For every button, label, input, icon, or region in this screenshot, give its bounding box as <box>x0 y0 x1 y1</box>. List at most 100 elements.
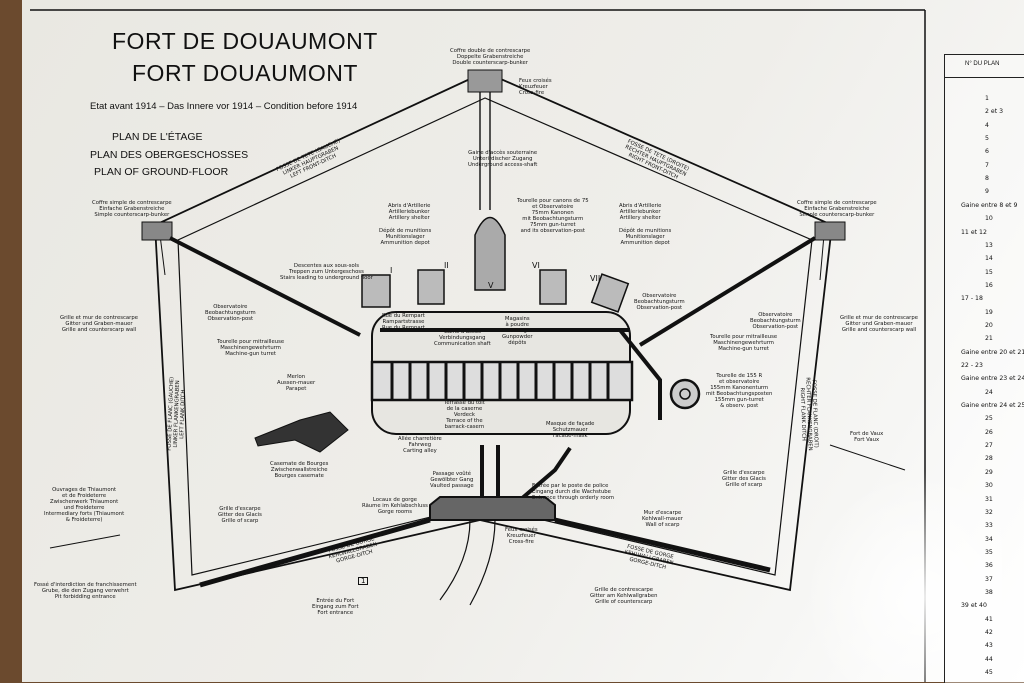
title-line-1: FORT DE DOUAUMONT <box>112 28 378 54</box>
display-board: FORT DE DOUAUMONT FORT DOUAUMONT Etat av… <box>22 0 1024 682</box>
plan-label-fr: PLAN DE L'ÉTAGE <box>112 131 203 143</box>
legend-row: 29 <box>985 468 993 476</box>
turret-155 <box>669 378 701 410</box>
legend-row: 24 <box>985 388 993 396</box>
legend-row: 15 <box>985 268 993 276</box>
turret-VII <box>590 273 630 313</box>
legend-row: Gaine entre 23 et 24 <box>961 375 1024 383</box>
right-coffer <box>814 221 846 241</box>
label-merlon: Merlon Aussen-mauer Parapet <box>277 374 316 392</box>
legend-row: 31 <box>985 495 993 503</box>
label-feux-croises-bottom: Feux croisés Kreuzfeuer Cross-fire <box>505 527 538 545</box>
legend-header-text: N° DU PLAN <box>965 61 1000 67</box>
label-grille-escarpe-right: Grille d'escarpe Gitter des Glacis Grill… <box>722 470 766 488</box>
label-masque: Masque de façade Schutzmauer Facade-mask <box>546 421 595 439</box>
arrow-fort-vaux <box>829 444 906 471</box>
legend-row: 42 <box>985 629 993 636</box>
legend-row: 9 <box>985 188 989 196</box>
label-fosse-flanc-droit: FOSSE DE FLANC (DROIT) RECHTER FLANKENGR… <box>798 377 819 451</box>
label-descente: Descentes aux sous-sols Treppen zum Unte… <box>280 263 373 281</box>
label-grille-mur-left: Grille et mur de contrescarpe Gitter und… <box>60 315 138 333</box>
legend-row: 39 et 40 <box>961 602 987 610</box>
label-rue-rempart: Rue du Rempart Rampartstrasse Rue du Rem… <box>382 313 425 331</box>
plan-label-de: PLAN DES OBERGESCHOSSES <box>90 149 249 161</box>
legend-row: 28 <box>985 455 993 463</box>
legend-row: 2 et 3 <box>985 108 1004 116</box>
legend-row: 37 <box>985 575 993 583</box>
label-depot-right: Dépôt de munitions Munitionslager Ammuni… <box>619 228 672 246</box>
legend-row: 35 <box>985 548 993 556</box>
entrance-road-r <box>469 519 496 606</box>
entrance-passage <box>518 446 572 502</box>
label-coffre-simple-right: Coffre simple de contrescarpe Einfache G… <box>797 200 877 218</box>
legend-row: 36 <box>985 562 993 570</box>
label-abris-right: Abris d'Artillerie Artilleriebunker Arti… <box>619 203 662 221</box>
legend-row: 14 <box>985 255 993 263</box>
turret-75 <box>474 216 506 291</box>
label-tourelle-mitrailleuse-right: Tourelle pour mitrailleuse Maschinengewe… <box>710 334 778 352</box>
legend-row: 10 <box>985 215 993 223</box>
right-diagonal-wall <box>638 236 817 347</box>
label-locaux-gorge: Locaux de gorge Räume im Kehlabschluss G… <box>362 497 428 515</box>
legend-row: 30 <box>985 482 993 490</box>
legend-row: 27 <box>985 442 993 450</box>
label-observatoire-right-1: Observatoire Beobachtungsturm Observatio… <box>634 293 685 311</box>
legend-row: Gaine entre 8 et 9 <box>961 201 1018 209</box>
label-gaine-acces-2: Gaine d'accès Verbindungsgang Communicat… <box>434 329 491 347</box>
label-grille-contrescarpe-bottom: Grille de contrescarpe Gitter am Kehlwal… <box>590 587 658 605</box>
roman-I: I <box>390 266 393 275</box>
label-observatoire-right-2: Observatoire Beobachtungsturm Observatio… <box>750 312 801 330</box>
legend-row: 20 <box>985 321 993 329</box>
roman-II: II <box>444 261 449 270</box>
roman-V: V <box>488 281 494 290</box>
label-casemate: Casemate de Bourges Zwischenwallstreiche… <box>270 461 329 479</box>
right-gallery <box>618 328 662 420</box>
legend-row: 25 <box>985 415 993 423</box>
legend-row: 41 <box>985 615 993 623</box>
bourges-casemate <box>254 411 349 453</box>
label-depot-left: Dépôt de munitions Munitionslager Ammuni… <box>379 228 432 246</box>
legend-row: 21 <box>985 335 993 343</box>
title-line-2: FORT DOUAUMONT <box>132 60 358 86</box>
legend-row: 11 et 12 <box>961 228 987 236</box>
label-mur-escarpe: Mur d'escarpe Kehlwall-mauer Wall of sca… <box>642 510 683 528</box>
entrance-road-l <box>439 519 471 601</box>
legend-row: 44 <box>985 655 993 663</box>
label-tourelle-75: Tourelle pour canons de 75 et Observatoi… <box>517 198 589 234</box>
legend-header: N° DU PLAN <box>945 55 1024 78</box>
label-tourelle-155: Tourelle de 155 R et observatoire 155mm … <box>706 373 773 409</box>
left-diagonal-wall <box>169 236 361 337</box>
legend-row: 38 <box>985 588 993 596</box>
label-fosse-interdiction: Fossé d'interdiction de franchissement G… <box>34 582 137 600</box>
turret-VI <box>539 269 567 305</box>
label-grille-escarpe-left: Grille d'escarpe Gitter des Glacis Grill… <box>218 506 262 524</box>
legend-row: 17 - 18 <box>961 295 983 303</box>
label-grille-mur-right: Grille et mur de contrescarpe Gitter und… <box>840 315 918 333</box>
legend-row: 13 <box>985 241 993 249</box>
gorge-ditch-left <box>199 517 431 588</box>
legend-row: 33 <box>985 522 993 530</box>
legend-row: 1 <box>985 95 989 102</box>
label-tourelle-mitrailleuse-left: Tourelle pour mitrailleuse Maschinengewe… <box>217 339 285 357</box>
roman-VII: VII <box>590 274 601 283</box>
label-magasins: Magasins à poudre Pulverlager Gunpowder … <box>502 316 533 346</box>
legend-row: Gaine entre 20 et 21 <box>961 348 1024 356</box>
label-passage-voute: Passage voûté Gewölbter Gang Vaulted pas… <box>430 471 474 489</box>
legend-row: 43 <box>985 642 993 650</box>
legend-row: 26 <box>985 428 993 436</box>
label-coffre-double: Coffre double de contrescarpe Doppelte G… <box>450 48 531 66</box>
label-entree-poste: Entrée par le poste de police Eingang du… <box>532 483 615 501</box>
label-entree-fort: Entrée du Fort Eingang zum Fort Fort ent… <box>312 598 359 616</box>
legend-row: 19 <box>985 308 993 316</box>
gorge-ditch-right <box>554 517 771 573</box>
legend-row: 7 <box>985 161 989 169</box>
legend-row: 6 <box>985 148 989 156</box>
legend-row: 4 <box>985 121 989 129</box>
legend-row: 22 - 23 <box>961 362 983 369</box>
label-allee: Allée charretière Fahrweg Carting alley <box>398 436 442 454</box>
label-terrasse-caserne: Terrasse du toit de la caserne Verdeck T… <box>444 400 485 430</box>
label-fort-vaux: Fort de Vaux Fort Vaux <box>850 431 884 443</box>
legend-row: 45 <box>985 669 993 677</box>
plan-label-en: PLAN OF GROUND-FLOOR <box>94 166 229 178</box>
